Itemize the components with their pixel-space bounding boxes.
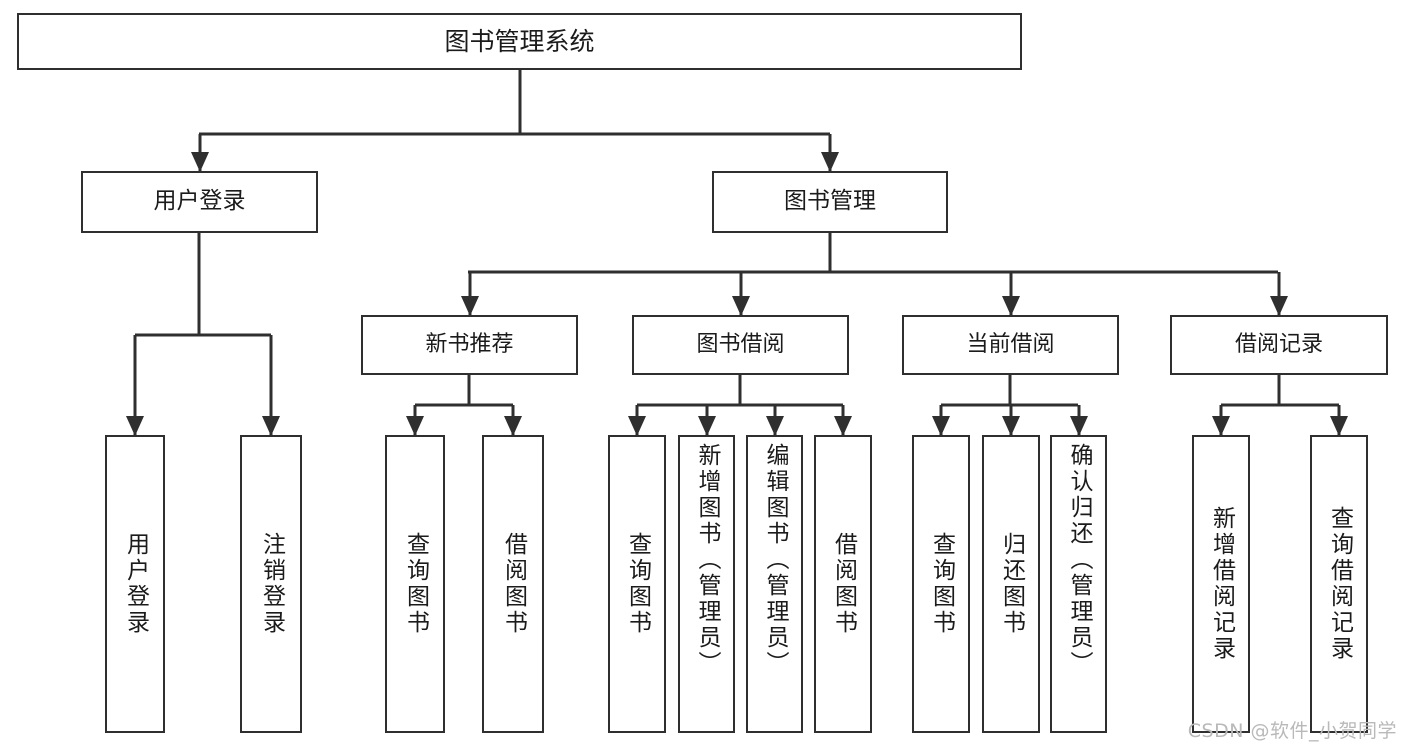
arrowhead-icon bbox=[126, 416, 144, 436]
arrowhead-icon bbox=[1330, 416, 1348, 436]
arrowhead-icon bbox=[821, 152, 839, 172]
leaf-inner: 用户登录 bbox=[107, 437, 163, 731]
node-label: 查询图书 bbox=[928, 532, 955, 636]
arrowhead-icon bbox=[406, 416, 424, 436]
arrowhead-icon bbox=[504, 416, 522, 436]
node-book-borrow[interactable]: 图书借阅 bbox=[632, 315, 849, 375]
node-label: 确认归还（管理员） bbox=[1066, 443, 1092, 677]
node-label: 查询图书 bbox=[402, 532, 429, 636]
leaf-borrow-book[interactable]: 借阅图书 bbox=[814, 435, 872, 733]
node-label: 图书管理系统 bbox=[444, 26, 595, 56]
arrowhead-icon bbox=[262, 416, 280, 436]
leaf-inner: 确认归还（管理员） bbox=[1052, 437, 1105, 731]
leaf-inner: 查询图书 bbox=[610, 437, 664, 731]
node-label: 用户登录 bbox=[153, 188, 246, 215]
leaf-inner: 新增图书（管理员） bbox=[680, 437, 733, 731]
node-label: 图书借阅 bbox=[696, 332, 785, 358]
arrowhead-icon bbox=[1002, 416, 1020, 436]
node-label: 查询借阅记录 bbox=[1326, 506, 1353, 662]
node-label: 借阅图书 bbox=[830, 532, 857, 636]
leaf-query-book-recommend[interactable]: 查询图书 bbox=[385, 435, 445, 733]
node-label: 新增图书（管理员） bbox=[694, 443, 720, 677]
arrowhead-icon bbox=[191, 152, 209, 172]
node-user-login[interactable]: 用户登录 bbox=[81, 171, 318, 233]
leaf-user-login[interactable]: 用户登录 bbox=[105, 435, 165, 733]
leaf-query-book-current[interactable]: 查询图书 bbox=[912, 435, 970, 733]
node-current-borrow[interactable]: 当前借阅 bbox=[902, 315, 1119, 375]
node-book-manage[interactable]: 图书管理 bbox=[712, 171, 948, 233]
arrowhead-icon bbox=[932, 416, 950, 436]
leaf-inner: 查询图书 bbox=[914, 437, 968, 731]
leaf-confirm-return-admin[interactable]: 确认归还（管理员） bbox=[1050, 435, 1107, 733]
node-label: 图书管理 bbox=[784, 188, 876, 215]
leaf-query-book-borrow[interactable]: 查询图书 bbox=[608, 435, 666, 733]
node-label: 借阅图书 bbox=[500, 532, 527, 636]
arrowhead-icon bbox=[766, 416, 784, 436]
leaf-query-borrow-record[interactable]: 查询借阅记录 bbox=[1310, 435, 1368, 733]
node-label: 归还图书 bbox=[998, 532, 1025, 636]
leaf-logout[interactable]: 注销登录 bbox=[240, 435, 302, 733]
arrowhead-icon bbox=[834, 416, 852, 436]
arrowhead-icon bbox=[1070, 416, 1088, 436]
leaf-inner: 归还图书 bbox=[984, 437, 1038, 731]
node-label: 新书推荐 bbox=[425, 332, 514, 358]
leaf-inner: 借阅图书 bbox=[816, 437, 870, 731]
leaf-edit-book-admin[interactable]: 编辑图书（管理员） bbox=[746, 435, 803, 733]
node-new-book-recommend[interactable]: 新书推荐 bbox=[361, 315, 578, 375]
arrowhead-icon bbox=[1212, 416, 1230, 436]
leaf-inner: 查询借阅记录 bbox=[1312, 437, 1366, 731]
leaf-return-book[interactable]: 归还图书 bbox=[982, 435, 1040, 733]
leaf-add-borrow-record[interactable]: 新增借阅记录 bbox=[1192, 435, 1250, 733]
arrowhead-icon bbox=[628, 416, 646, 436]
node-label: 新增借阅记录 bbox=[1208, 506, 1235, 662]
node-label: 注销登录 bbox=[258, 532, 285, 636]
leaf-inner: 编辑图书（管理员） bbox=[748, 437, 801, 731]
leaf-inner: 注销登录 bbox=[242, 437, 300, 731]
leaf-borrow-book-recommend[interactable]: 借阅图书 bbox=[482, 435, 544, 733]
arrowhead-icon bbox=[732, 296, 750, 316]
leaf-add-book-admin[interactable]: 新增图书（管理员） bbox=[678, 435, 735, 733]
node-root-system[interactable]: 图书管理系统 bbox=[17, 13, 1022, 70]
node-label: 查询图书 bbox=[624, 532, 651, 636]
node-label: 借阅记录 bbox=[1234, 332, 1323, 358]
arrowhead-icon bbox=[1002, 296, 1020, 316]
node-label: 编辑图书（管理员） bbox=[762, 443, 788, 677]
leaf-inner: 借阅图书 bbox=[484, 437, 542, 731]
node-label: 用户登录 bbox=[122, 532, 149, 636]
csdn-watermark: CSDN @软件_小贺同学 bbox=[1187, 720, 1397, 742]
leaf-inner: 新增借阅记录 bbox=[1194, 437, 1248, 731]
arrowhead-icon bbox=[698, 416, 716, 436]
arrowhead-icon bbox=[461, 296, 479, 316]
node-borrow-record[interactable]: 借阅记录 bbox=[1170, 315, 1388, 375]
arrowhead-icon bbox=[1270, 296, 1288, 316]
leaf-inner: 查询图书 bbox=[387, 437, 443, 731]
node-label: 当前借阅 bbox=[966, 332, 1055, 358]
